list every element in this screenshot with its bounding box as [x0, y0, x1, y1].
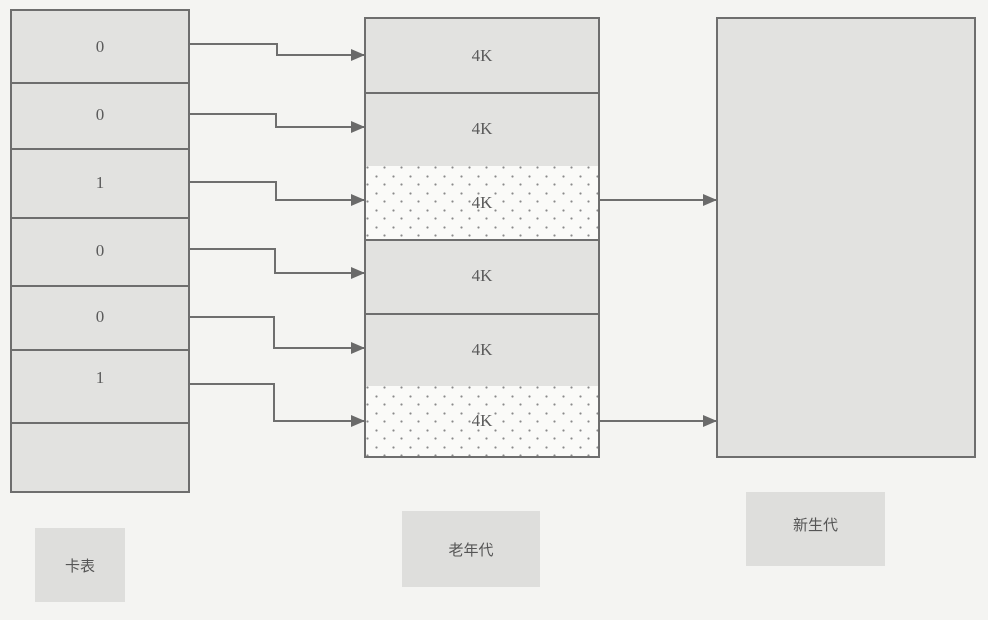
page-size: 4K [471, 119, 493, 138]
page-size: 4K [471, 339, 493, 359]
card-value: 0 [95, 241, 105, 260]
card-table-label-text: 卡表 [64, 556, 95, 575]
old-gen-page: 4K [366, 239, 598, 315]
young-generation-label: 新生代 [746, 492, 885, 566]
card-table-entry: 0 [12, 217, 188, 287]
card-to-page-arrow [190, 383, 365, 427]
old-gen-page: 4K [366, 313, 598, 388]
card-table-entry: 1 [12, 349, 188, 424]
card-to-page-arrow [190, 248, 365, 279]
card-value: 1 [95, 367, 105, 387]
card-to-page-arrow [190, 113, 365, 133]
old-gen-page: 4K [366, 19, 598, 94]
card-table-entry: 1 [12, 148, 188, 219]
old-gen-page-dirty: 4K [366, 386, 598, 456]
card-table-entry: 0 [12, 82, 188, 150]
old-gen-page: 4K [366, 92, 598, 168]
old-generation: 4K 4K 4K 4K 4K 4K [364, 17, 600, 458]
card-value: 0 [95, 105, 105, 124]
card-table-label: 卡表 [35, 528, 125, 602]
old-gen-page-dirty: 4K [366, 166, 598, 241]
page-size: 4K [471, 411, 493, 430]
page-size: 4K [471, 45, 493, 65]
young-generation [716, 17, 976, 458]
old-generation-label: 老年代 [402, 511, 540, 587]
page-size: 4K [471, 192, 493, 212]
old-generation-label-text: 老年代 [448, 540, 494, 559]
card-table: 0 0 1 0 0 1 [10, 9, 190, 493]
page-size: 4K [471, 266, 493, 285]
card-value: 0 [95, 307, 105, 326]
card-value: 0 [95, 36, 105, 56]
card-table-entry: 0 [12, 11, 188, 84]
card-table-entry [12, 422, 188, 491]
card-to-page-arrow [190, 181, 365, 206]
young-generation-label-text: 新生代 [792, 515, 838, 534]
card-to-page-arrow [190, 43, 365, 61]
card-value: 1 [95, 172, 105, 192]
card-to-page-arrow [190, 316, 365, 354]
card-table-entry: 0 [12, 285, 188, 351]
